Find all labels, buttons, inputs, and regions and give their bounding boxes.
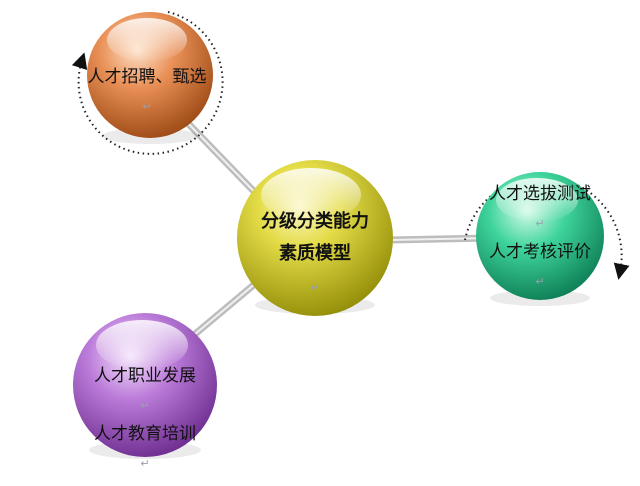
sphere-assess [476, 172, 604, 306]
node-label-assess: 人才选拔测试↵ 人才考核评价↵ [489, 184, 591, 288]
sphere-recruit [87, 12, 213, 144]
node-label-develop: 人才职业发展↵ 人才教育培训↵ [94, 366, 196, 470]
center-label-line2: 素质模型 [279, 243, 351, 264]
sphere-develop [73, 313, 217, 459]
node-label-recruit: 人才招聘、甄选↵ [87, 67, 207, 113]
orbit-arc-recruit [71, 11, 224, 155]
center-label: 分级分类能力 素质模型↵ [245, 206, 385, 304]
sphere-center [237, 160, 393, 316]
center-label-line1: 分级分类能力 [261, 211, 369, 232]
